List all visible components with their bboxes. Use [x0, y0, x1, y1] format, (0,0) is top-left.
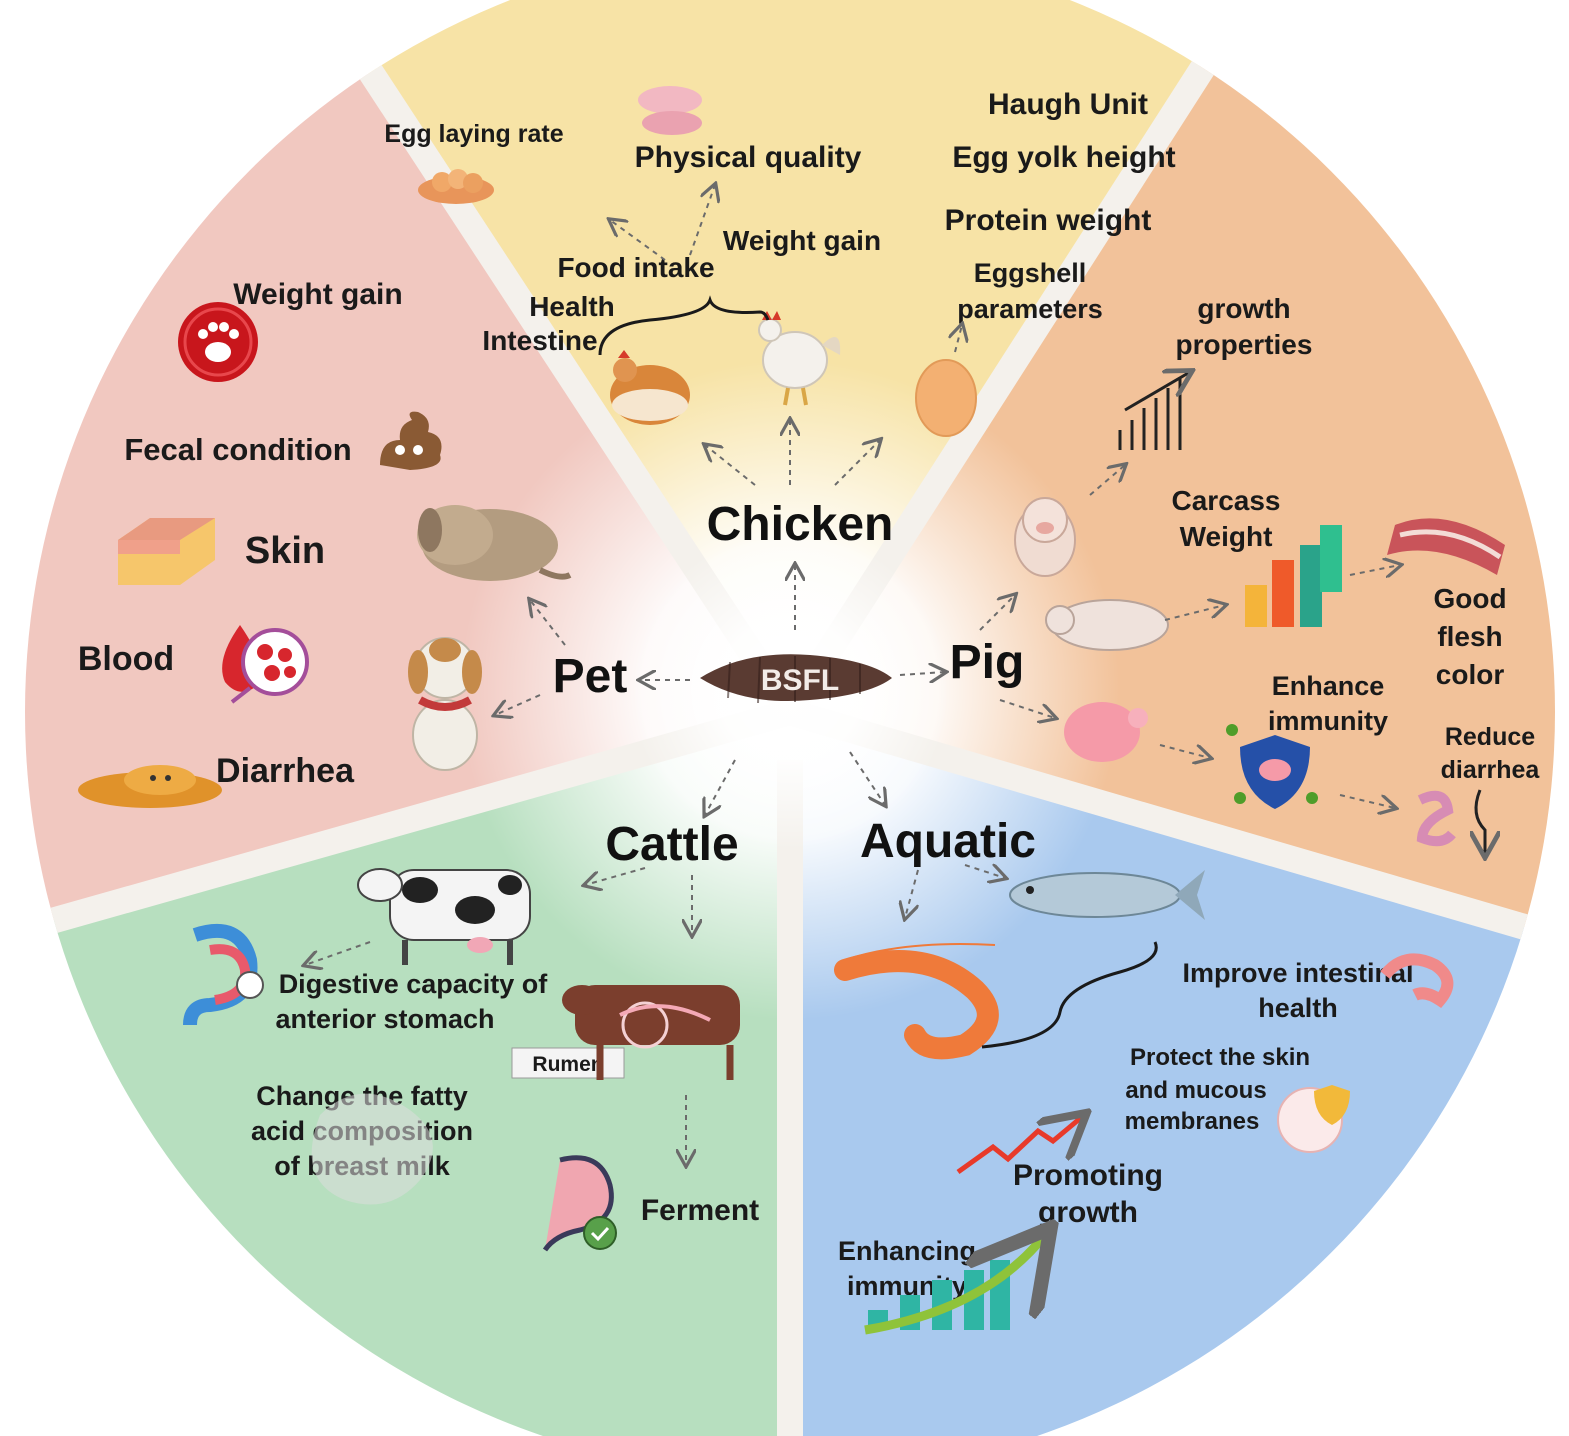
chicken-label: Egg yolk height — [952, 141, 1175, 174]
aquatic-label: health — [1258, 993, 1338, 1023]
aquatic-label: membranes — [1125, 1108, 1260, 1135]
aquatic-label: Promoting — [1013, 1159, 1163, 1192]
aquatic-label: and mucous — [1125, 1077, 1266, 1104]
milk-splash-icon — [311, 1093, 433, 1205]
pig-label: growth — [1197, 293, 1290, 324]
egg-bowl-icon — [418, 169, 494, 204]
bacon-icon — [1387, 518, 1505, 575]
egg-icon — [915, 359, 977, 437]
sector-title-pet: Pet — [553, 650, 628, 703]
chicken-label: parameters — [957, 294, 1103, 324]
immunity-shield-icon — [1226, 724, 1318, 809]
intestine-pink-icon — [1380, 953, 1454, 1008]
cattle-label: anterior stomach — [275, 1004, 494, 1034]
poop-icon — [380, 411, 442, 470]
pig-label: Enhance — [1272, 671, 1385, 701]
intestine-icon — [1416, 789, 1485, 855]
pet-sector: Pet Weight gain Fecal condition Skin Blo… — [78, 278, 628, 808]
pig-label: flesh — [1437, 621, 1502, 652]
pig-label: Carcass — [1172, 485, 1281, 516]
rooster-icon — [758, 311, 841, 406]
chicken-label: Eggshell — [974, 258, 1087, 288]
pig-label: color — [1436, 659, 1505, 690]
diarrhea-puddle-icon — [78, 765, 222, 808]
aquatic-label: growth — [1038, 1196, 1138, 1229]
sector-title-cattle: Cattle — [605, 818, 738, 871]
chicken-label: Food intake — [557, 252, 714, 283]
pig-icon — [1045, 599, 1169, 651]
pig-label: properties — [1176, 329, 1313, 360]
pet-label: Blood — [78, 640, 174, 678]
brown-cow-icon — [562, 985, 740, 1080]
chicken-meat-icon — [638, 86, 702, 135]
beagle-icon — [408, 637, 482, 771]
pig-label: immunity — [1268, 706, 1388, 736]
blood-drop-icon — [222, 625, 309, 704]
rumen-tag: Rumen — [511, 1047, 625, 1079]
chicken-label: Health — [529, 291, 615, 322]
center-arrows — [640, 565, 945, 815]
pig-label: Good — [1433, 583, 1506, 614]
aquatic-brace — [981, 941, 1158, 1049]
center-label: BSFL — [761, 664, 839, 697]
sector-title-aquatic: Aquatic — [860, 815, 1036, 868]
cattle-label: Digestive capacity of — [279, 969, 549, 999]
chicken-label: Physical quality — [635, 141, 862, 174]
aquatic-sector: Aquatic Improve intestinal health Protec… — [834, 815, 1454, 1335]
chicken-label: Weight gain — [723, 225, 881, 256]
chicken-brace — [598, 295, 770, 356]
piglet-icon — [1014, 497, 1076, 577]
chicken-label: Egg laying rate — [384, 120, 563, 148]
pig-label: Weight — [1180, 521, 1273, 552]
cattle-label: Ferment — [641, 1194, 759, 1227]
dairy-cow-icon — [357, 868, 531, 965]
sick-dog-icon — [417, 505, 572, 581]
fish-icon — [1009, 870, 1205, 920]
stomach-ferment-icon — [542, 1155, 617, 1252]
sector-title-pig: Pig — [950, 636, 1025, 689]
chicken-sector: Chicken Egg laying rate Physical quality… — [384, 86, 1176, 551]
trend-arrow-red-icon — [956, 1116, 1083, 1175]
pet-label: Fecal condition — [124, 432, 351, 467]
aquatic-label: Enhancing — [838, 1236, 976, 1266]
pet-label: Skin — [245, 530, 325, 572]
bsfl-larva: BSFL — [700, 654, 892, 704]
sector-title-chicken: Chicken — [707, 498, 894, 551]
skin-shield-icon — [1277, 1085, 1350, 1153]
chicken-label: Haugh Unit — [988, 88, 1148, 121]
skin-layers-icon — [118, 518, 215, 585]
growth-chart-icon — [1118, 372, 1190, 450]
cattle-sector: Cattle Digestive capacity of anterior st… — [183, 818, 759, 1252]
stomach-check-icon — [183, 924, 264, 1026]
paw-badge-icon — [178, 302, 258, 382]
shrimp-icon — [834, 943, 999, 1060]
chicken-label: Protein weight — [945, 204, 1152, 237]
piggy-icon — [1064, 702, 1148, 762]
pet-label: Diarrhea — [216, 752, 355, 790]
growth-bars-icon — [864, 1235, 1045, 1335]
pig-sector: Pig growth properties Carcass Weight Goo… — [950, 293, 1541, 855]
pig-label: diarrhea — [1441, 756, 1541, 784]
bar-chart-icon — [1245, 525, 1342, 627]
chicken-label: Intestine — [482, 325, 597, 356]
aquatic-label: Improve intestinal — [1182, 958, 1413, 988]
cattle-label: Rumen — [532, 1053, 603, 1076]
pig-label: Reduce — [1445, 723, 1535, 751]
pet-label: Weight gain — [233, 278, 402, 311]
hen-icon — [610, 350, 690, 425]
aquatic-label: Protect the skin — [1130, 1044, 1310, 1071]
